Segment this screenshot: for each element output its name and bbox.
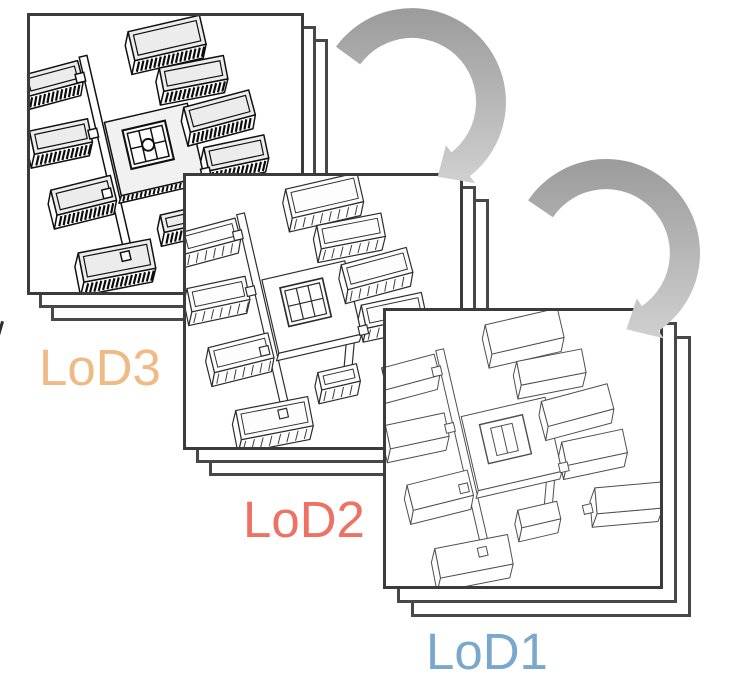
lod3-label: LoD3 bbox=[39, 339, 161, 396]
left-edge-mark bbox=[0, 320, 5, 337]
lod1-card bbox=[383, 308, 663, 589]
lod2-building-drawing bbox=[186, 176, 460, 447]
lod2-label: LoD2 bbox=[243, 491, 365, 548]
lod1-label: LoD1 bbox=[426, 623, 548, 680]
lod1-building-drawing bbox=[386, 311, 660, 586]
lod2-card bbox=[183, 173, 463, 450]
lod3-to-lod2-arrow-icon bbox=[336, 8, 506, 184]
